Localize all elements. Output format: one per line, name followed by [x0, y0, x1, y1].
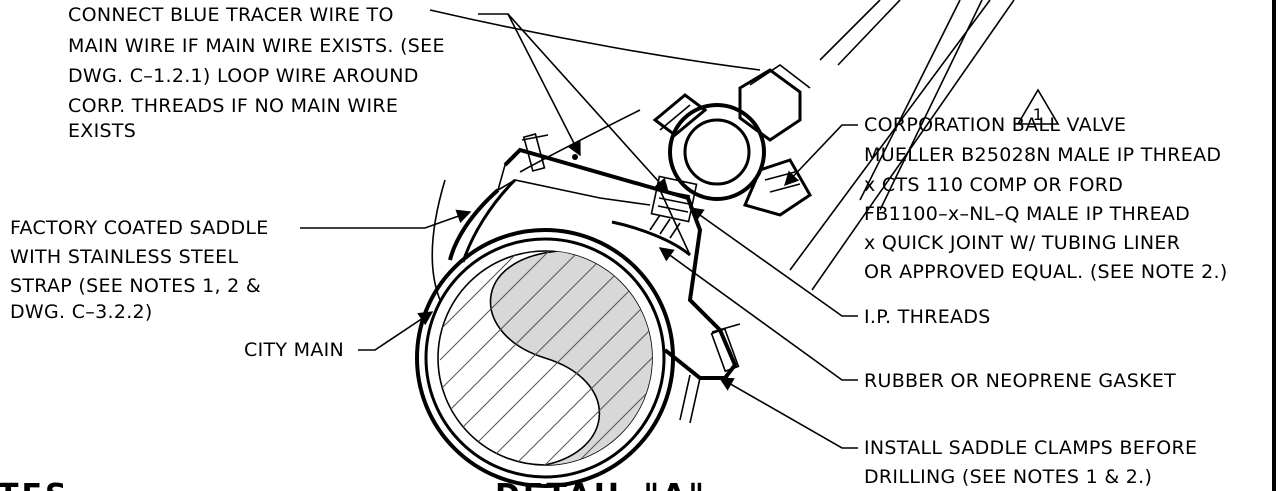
valve-line-1: CORPORATION BALL VALVE — [864, 114, 1126, 136]
revision-triangle: 1 — [1016, 88, 1060, 125]
tracer-line-4: CORP. THREADS IF NO MAIN WIRE — [68, 95, 398, 117]
service-tubing — [789, 0, 1015, 291]
saddle-line-1: FACTORY COATED SADDLE — [10, 217, 269, 239]
callout-ball-valve: CORPORATION BALL VALVE MUELLER B25028N M… — [864, 114, 1228, 283]
saddle-body — [431, 133, 741, 424]
callout-ip-threads: I.P. THREADS — [864, 306, 991, 328]
valve-line-5: x QUICK JOINT W/ TUBING LINER — [864, 232, 1180, 254]
detail-heading-cutoff: DETAIL "A" — [495, 478, 707, 491]
tracer-line-5: EXISTS — [68, 120, 136, 142]
valve-line-6: OR APPROVED EQUAL. (SEE NOTE 2.) — [864, 261, 1228, 283]
valve-line-3: x CTS 110 COMP OR FORD — [864, 174, 1123, 196]
city-main-pipe — [415, 228, 675, 488]
callout-gasket: RUBBER OR NEOPRENE GASKET — [864, 370, 1176, 392]
valve-line-2: MUELLER B25028N MALE IP THREAD — [864, 144, 1221, 166]
excavation-outline — [429, 9, 761, 173]
tracer-line-1: CONNECT BLUE TRACER WIRE TO — [68, 4, 394, 26]
tracer-line-2: MAIN WIRE IF MAIN WIRE EXISTS. (SEE — [68, 35, 445, 57]
clamps-line-1: INSTALL SADDLE CLAMPS BEFORE — [864, 437, 1197, 459]
tracer-line-3: DWG. C–1.2.1) LOOP WIRE AROUND — [68, 65, 419, 87]
revision-mark: 1 — [1033, 105, 1043, 124]
saddle-line-4: DWG. C–3.2.2) — [10, 301, 153, 323]
valve-line-4: FB1100–x–NL–Q MALE IP THREAD — [864, 203, 1190, 225]
callout-saddle: FACTORY COATED SADDLE WITH STAINLESS STE… — [10, 217, 269, 323]
saddle-line-3: STRAP (SEE NOTES 1, 2 & — [10, 275, 261, 297]
leader-lines — [300, 13, 858, 449]
clamps-line-2: DRILLING (SEE NOTES 1 & 2.) — [864, 466, 1152, 488]
ball-valve — [652, 64, 812, 217]
saddle-line-2: WITH STAINLESS STEEL — [10, 246, 238, 268]
callout-clamps: INSTALL SADDLE CLAMPS BEFORE DRILLING (S… — [864, 437, 1197, 488]
callout-city-main: CITY MAIN — [244, 339, 344, 361]
notes-heading-cutoff: TES — [0, 478, 70, 491]
callout-tracer-wire: CONNECT BLUE TRACER WIRE TO MAIN WIRE IF… — [68, 4, 445, 142]
